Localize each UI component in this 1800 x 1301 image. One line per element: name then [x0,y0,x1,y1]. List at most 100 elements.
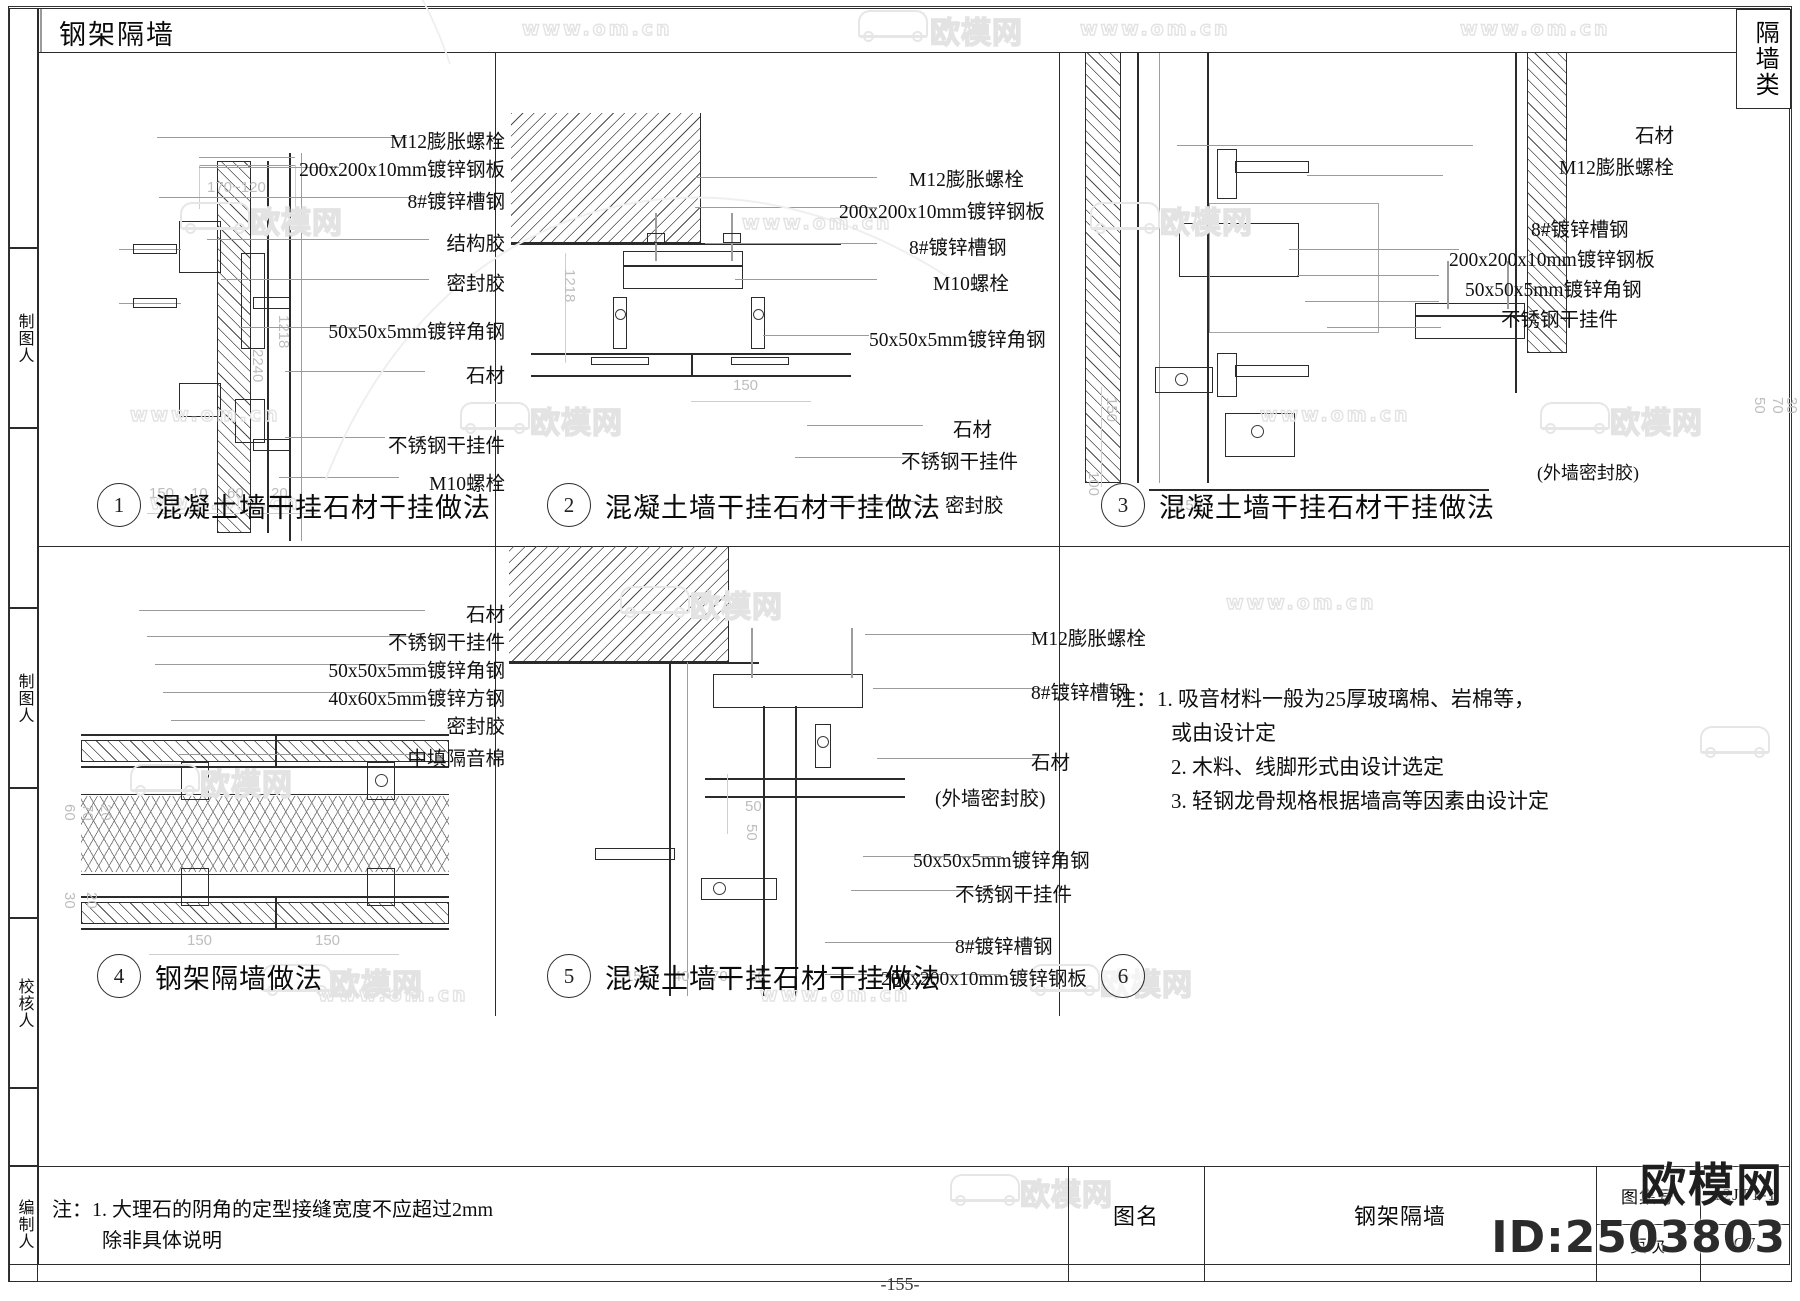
bracket-5-top [815,724,831,768]
panel-6-caption: 6 [1101,954,1159,998]
strip-drafter: 制图人 [9,248,38,428]
sheet-border-outer [8,6,1792,1282]
slab-5 [509,546,729,662]
dim-50-line [727,774,728,834]
stud-1 [181,762,209,800]
header-left-divider [40,9,42,52]
general-notes: 注：1. 吸音材料一般为25厚玻璃棉、岩棉等， 或由设计定 2. 木料、线脚形式… [1115,682,1549,818]
line-bot-2 [81,928,449,930]
titleblock-bottom-rule [9,1264,1790,1265]
angle-bracket-lower [253,439,291,451]
detail-panel-1: 170~120 1218 2240 150 10 60 20 M12膨胀螺栓 2… [39,53,505,546]
dim-line-p4 [149,954,399,955]
notes-item-1-cont: 或由设计定 [1171,721,1276,746]
panel-3-caption-text: 混凝土墙干挂石材干挂做法 [1159,492,1495,523]
anchor-plate-bot [1217,353,1237,397]
detail-line-a [199,157,295,158]
acoustic-insulation [81,796,449,872]
dim-170-120: 170~120 [207,179,266,196]
label-1-3: 结构胶 [446,234,505,255]
steel-plate-lower [179,383,221,417]
wall-face-line [267,161,269,533]
atlas-number-value: 12JT1-1 [1713,1185,1777,1204]
stone-panel-line [289,153,291,541]
dim-50-p5a: 50 [745,798,762,815]
channel-3 [1179,223,1299,277]
label-4-2: 50x50x5mm镀锌角钢 [328,661,505,682]
dim-50-p3: 50 [1751,397,1768,414]
stone-5-top2 [705,796,905,798]
expansion-bolt-top [1235,161,1309,173]
stone-layer-top [81,740,449,762]
strip-blank-4 [9,1088,38,1166]
hanger-clip-1 [591,357,649,365]
line-top-1 [81,734,449,736]
right-channel [1415,303,1525,339]
notes-heading: 注： [1115,687,1157,711]
drawing-name-value: 钢架隔墙 [1353,1204,1446,1229]
stone-layer-bottom [81,902,449,924]
anchor-plate-top [1217,149,1237,199]
stud-3 [181,868,209,906]
detail-line-b [199,165,295,166]
dim-70-p5: 70 [711,968,728,985]
drawing-name-label: 图名 [1112,1204,1159,1229]
stud-pin-2 [375,774,388,787]
wall-5-v4 [795,706,797,996]
pin-3b [1251,425,1264,438]
dim-60-p5: 60 [749,968,766,985]
anchor-bolt-2 [133,298,177,308]
slab-bottom [511,243,841,245]
slab-5-bottom [509,662,759,664]
dim-1218: 1218 [275,315,292,349]
line-mid-2 [81,874,449,875]
titleblock-div-2 [1204,1166,1205,1282]
panel-1-caption-text: 混凝土墙干挂石材干挂做法 [155,492,491,523]
label-3-4: 50x50x5mm镀锌角钢 [1465,280,1642,301]
panel-6-number: 6 [1101,954,1145,998]
label-5-4: 50x50x5mm镀锌角钢 [913,851,1090,872]
pin-5-top [817,736,829,748]
notes-line-1: 注：1. 吸音材料一般为25厚玻璃棉、岩棉等， [1115,682,1549,716]
wall-5-v2 [687,662,688,996]
label-1-8: M10螺栓 [429,474,505,495]
label-2-4: 50x50x5mm镀锌角钢 [869,330,1046,351]
right-bolt-1 [1447,261,1449,309]
stone-joint-v2 [275,896,277,930]
footer-note: 注：1. 大理石的阴角的定型接缝宽度不应超过2mm 除非具体说明 [52,1195,493,1257]
bolt-line-2 [119,303,181,304]
label-3-3: 200x200x10mm镀锌钢板 [1449,250,1655,271]
dim-line-p2 [691,401,811,402]
label-2-1: 200x200x10mm镀锌钢板 [839,202,1045,223]
right-bolt-2 [1507,261,1509,309]
label-5-3: (外墙密封胶) [935,789,1046,810]
wall-right-face [1515,53,1517,393]
line-bot-1 [81,896,449,898]
channel-steel [241,253,265,349]
dim-20-p4: 20 [97,804,114,821]
detail-panel-2: 1218 150 M12膨胀螺栓 200x200x10mm镀锌钢板 8#镀锌槽钢… [495,53,1059,546]
notes-item-3: 3. 轻钢龙骨规格根据墙高等因素由设计定 [1171,789,1549,814]
label-1-7: 不锈钢干挂件 [387,436,505,457]
label-1-0: M12膨胀螺栓 [390,132,505,153]
label-3-2: 8#镀锌槽钢 [1531,220,1629,241]
panel-5-caption: 5 混凝土墙干挂石材干挂做法 [547,954,941,998]
dim-60-p4: 60 [61,804,78,821]
titleblock-top-rule [9,1166,1790,1167]
right-channel-web [1415,315,1525,317]
panel-1-caption: 1 混凝土墙干挂石材干挂做法 [97,483,491,527]
label-1-5: 50x50x5mm镀锌角钢 [328,322,505,343]
label-4-4: 密封胶 [446,717,505,738]
pin-3a [1175,373,1188,386]
label-2-6: 不锈钢干挂件 [901,452,1019,473]
ext-line-1 [199,165,200,209]
titleblock-mid-rule [1596,1224,1790,1225]
strip-blank-1 [9,8,38,248]
bolt-5-1 [751,628,753,678]
wall-line-3b [1159,53,1160,483]
detail-panel-6: 注：1. 吸音材料一般为25厚玻璃棉、岩棉等， 或由设计定 2. 木料、线脚形式… [1059,546,1789,1016]
dim-1218-p2: 1218 [561,269,578,303]
detail-panel-5: 50 50 150 40 70 60 M12膨胀螺栓 8#镀锌槽钢 石材 (外墙… [495,546,1146,1016]
ghost-rect-3 [1209,203,1379,333]
